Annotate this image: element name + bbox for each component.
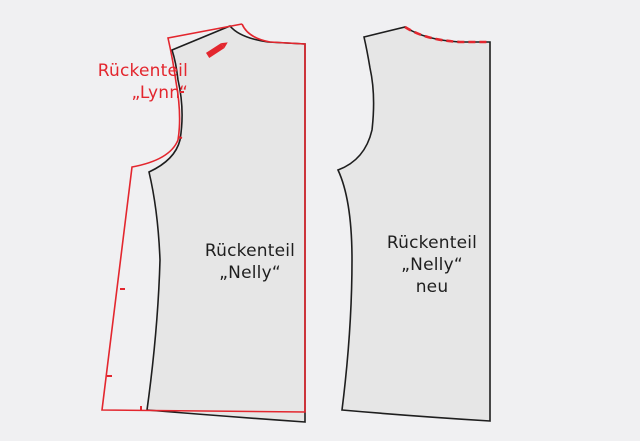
label-nelly-line1: Rückenteil (204, 241, 296, 261)
lynn-back-outline (101, 23, 306, 413)
nelly-new-back-piece (336, 26, 491, 422)
label-nelly: Rückenteil „Nelly“ (185, 240, 315, 284)
new-neckline-dashed (404, 25, 490, 44)
label-nelly-new-line3: neu (415, 277, 449, 297)
lynn-notches (107, 91, 184, 410)
label-lynn: Rückenteil „Lynn“ (60, 60, 188, 104)
label-lynn-line2: „Lynn“ (131, 83, 188, 103)
label-nelly-new-line2: „Nelly“ (401, 255, 463, 275)
label-nelly-new: Rückenteil „Nelly“ neu (367, 232, 497, 298)
pencil-icon (205, 42, 228, 58)
nelly-back-piece (146, 25, 306, 423)
label-lynn-line1: Rückenteil (97, 61, 188, 81)
label-nelly-new-line1: Rückenteil (386, 233, 478, 253)
label-nelly-line2: „Nelly“ (219, 263, 281, 283)
